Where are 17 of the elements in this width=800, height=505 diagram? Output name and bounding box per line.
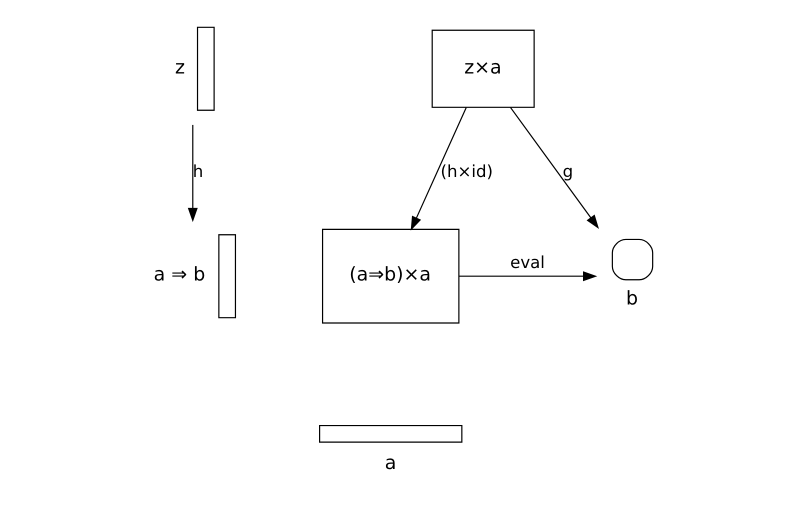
- edge-label: g: [562, 162, 573, 181]
- arrow: [458, 271, 597, 282]
- node-label: b: [625, 287, 638, 310]
- node-box: [196, 26, 214, 111]
- node-label: z: [174, 56, 184, 78]
- node-box: [318, 424, 462, 443]
- edge-label: (h×id): [440, 162, 492, 181]
- node-box: [218, 234, 236, 318]
- node-box: z×a: [431, 30, 534, 108]
- node-label: a: [384, 452, 396, 474]
- arrow: [187, 124, 198, 222]
- arrow: [510, 107, 598, 229]
- node-box: (a⇒b)×a: [321, 228, 459, 324]
- edge-label: h: [192, 162, 203, 181]
- node-label: a ⇒ b: [153, 264, 205, 286]
- arrow: [410, 107, 466, 231]
- edge-label: eval: [510, 253, 544, 272]
